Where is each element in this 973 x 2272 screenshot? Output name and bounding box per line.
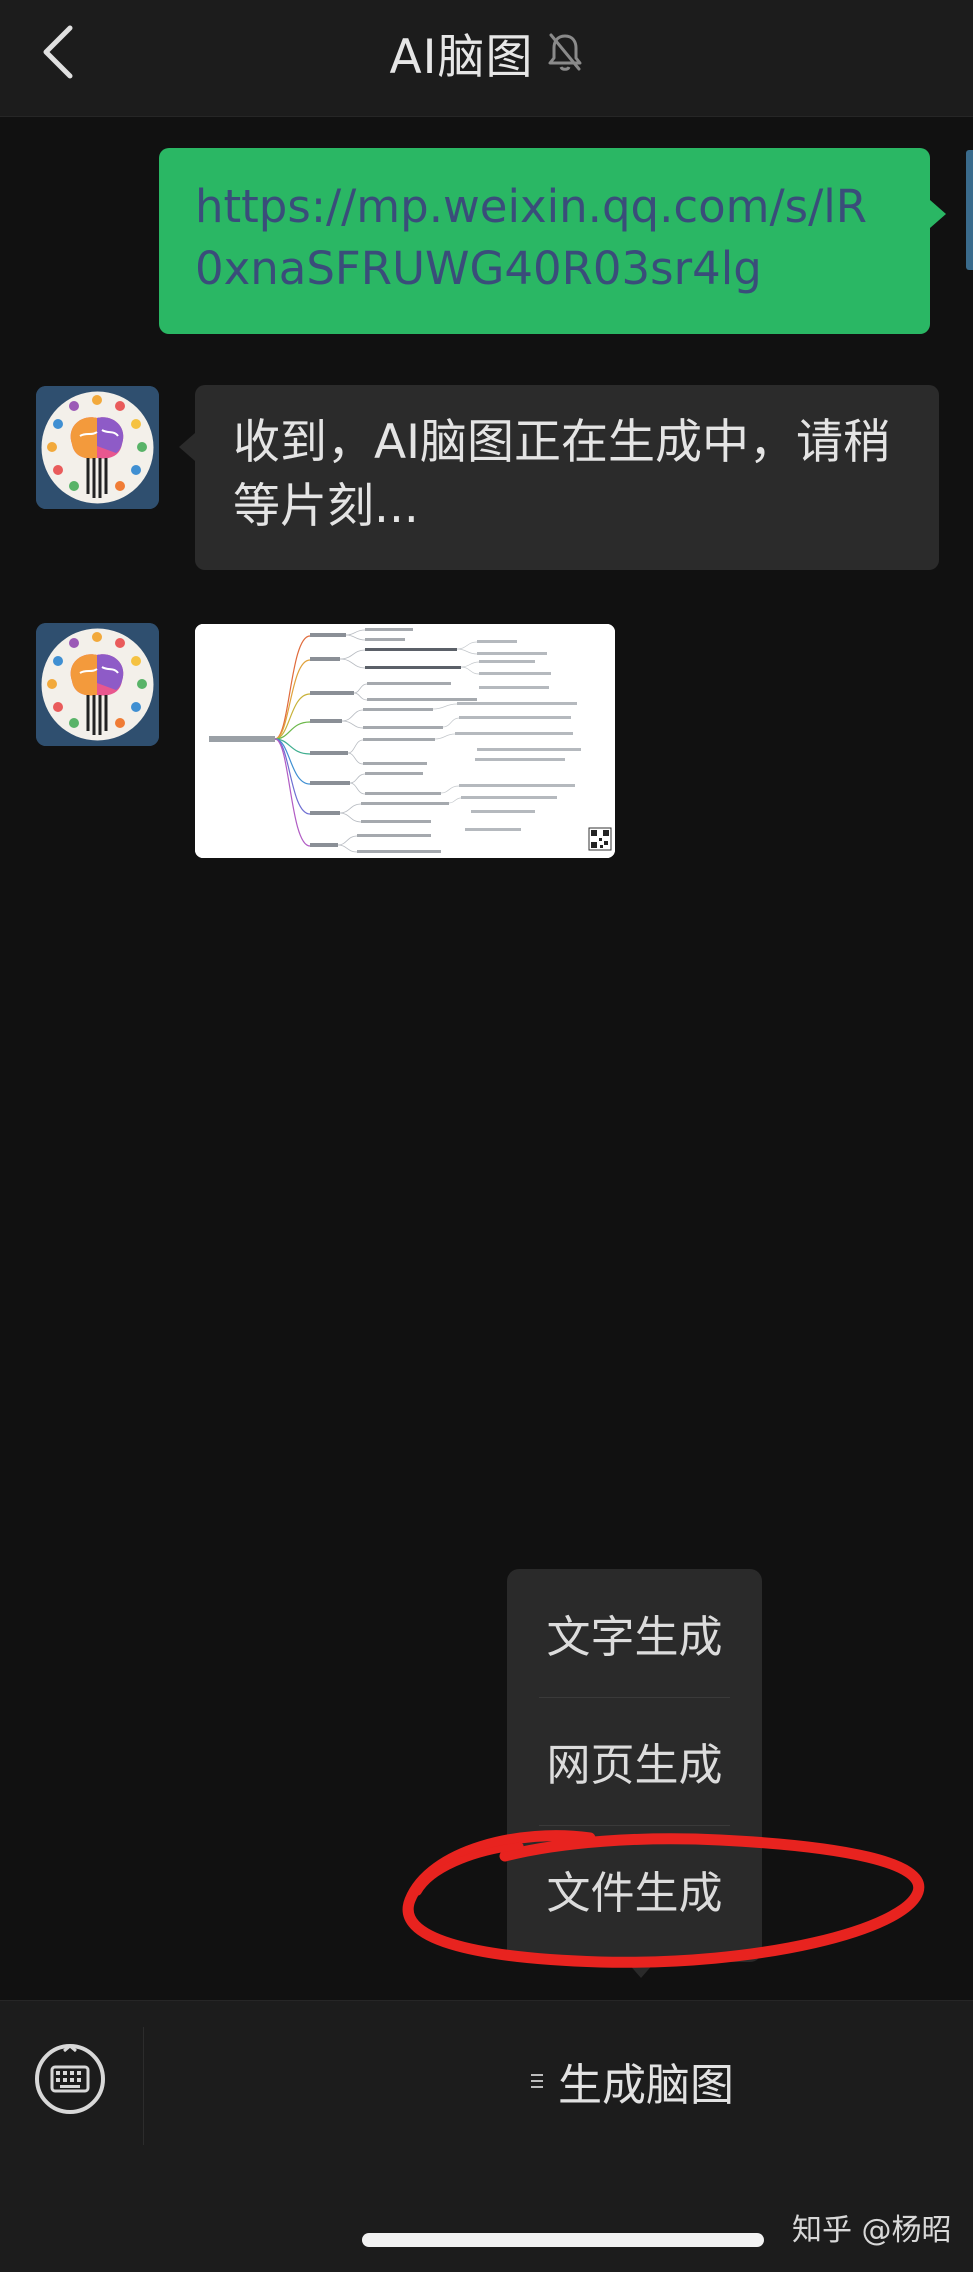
menu-divider: [539, 1825, 730, 1826]
menu-item-webpage-generate[interactable]: 网页生成: [546, 1740, 723, 1791]
keyboard-icon: [35, 2044, 105, 2114]
menu-item-file-generate[interactable]: 文件生成: [546, 1868, 723, 1919]
title-wrap: AI脑图: [0, 0, 973, 104]
menu-divider: [539, 1697, 730, 1698]
keyboard-toggle-button[interactable]: [34, 2043, 106, 2115]
outgoing-message-bubble[interactable]: https://mp.weixin.qq.com/s/lR0xnaSFRUWG4…: [159, 148, 946, 334]
bell-off-icon: [548, 33, 581, 71]
brain-logo-icon: [36, 386, 159, 509]
shared-link[interactable]: https://mp.weixin.qq.com/s/lR0xnaSFRUWG4…: [195, 180, 868, 295]
bot-avatar[interactable]: [36, 623, 159, 746]
bar-divider: [143, 2027, 144, 2145]
menu-item-text-generate[interactable]: 文字生成: [546, 1612, 723, 1663]
back-button[interactable]: [40, 22, 100, 82]
bottom-input-bar: 生成脑图: [0, 2000, 973, 2272]
chat-title: AI脑图: [389, 29, 534, 85]
mindmap-image[interactable]: [195, 624, 615, 858]
mindmap-thumbnail: [195, 624, 615, 858]
list-icon: [531, 2074, 543, 2088]
generate-popup-menu: 文字生成 网页生成 文件生成: [507, 1569, 762, 1978]
incoming-message-bubble[interactable]: 收到，AI脑图正在生成中，请稍等片刻...: [179, 385, 939, 570]
brain-logo-icon: [36, 623, 159, 746]
chevron-left-icon: [43, 25, 73, 79]
zhihu-watermark: 知乎 @杨昭: [792, 2213, 952, 2248]
home-indicator[interactable]: [362, 2233, 764, 2247]
menu-button-label: 生成脑图: [558, 2060, 734, 2111]
generate-mindmap-menu-button[interactable]: 生成脑图: [530, 2041, 734, 2121]
incoming-message-text: 收到，AI脑图正在生成中，请稍等片刻...: [233, 415, 891, 534]
chat-header: AI脑图: [0, 0, 973, 117]
self-avatar[interactable]: [966, 150, 973, 270]
bot-avatar[interactable]: [36, 386, 159, 509]
